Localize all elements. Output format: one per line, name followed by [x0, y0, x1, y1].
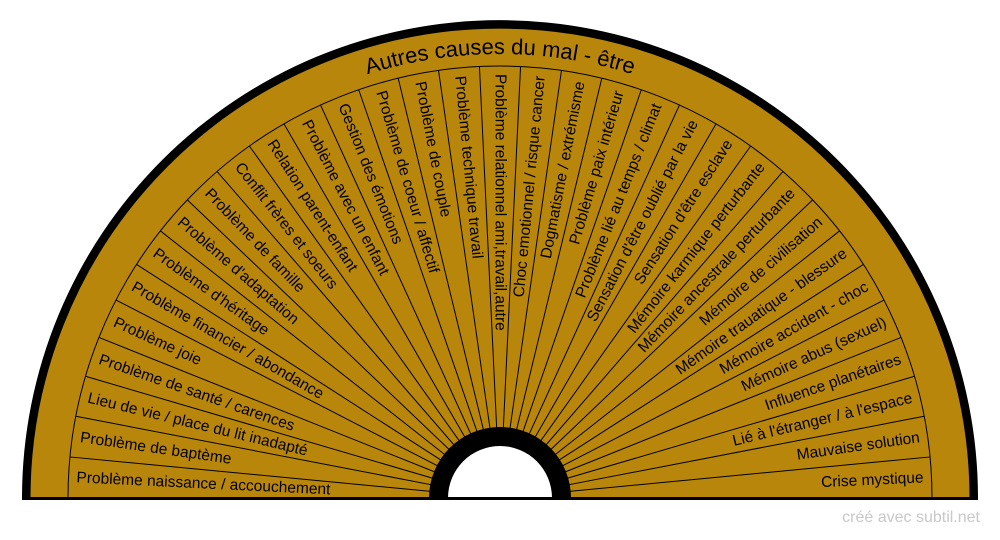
sector-divider: [565, 415, 925, 486]
sector-divider: [478, 66, 498, 432]
sector-divider: [75, 415, 435, 486]
sector-divider: [136, 264, 444, 463]
sector-divider: [509, 70, 562, 432]
center-hub: [448, 446, 552, 498]
sector-divider: [502, 66, 522, 432]
sector-divider: [556, 264, 864, 463]
sector-divider: [515, 78, 603, 434]
sector-divider: [543, 171, 784, 448]
base-line: [22, 497, 978, 500]
sector-divider: [538, 145, 751, 444]
sector-divider: [115, 299, 441, 468]
sector-divider: [533, 123, 717, 441]
sector-divider: [85, 375, 436, 480]
sector-divider: [552, 230, 840, 457]
title-band: [29, 27, 971, 499]
sector-divider: [527, 104, 680, 438]
sector-divider: [187, 199, 452, 453]
sector-divider: [320, 104, 473, 438]
sector-divider: [69, 456, 434, 493]
sector-divider: [438, 70, 491, 432]
sector-label: Problème relationnel ami,travail,autre: [492, 74, 509, 331]
sector-label: Crise mystique: [821, 469, 924, 491]
sector-divider: [564, 375, 915, 480]
sector-divider: [548, 199, 813, 453]
sector-divider: [249, 145, 462, 444]
sector-divider: [160, 230, 448, 457]
credit-text: créé avec subtil.net: [842, 509, 980, 526]
sector-divider: [358, 89, 479, 435]
sector-divider: [566, 456, 931, 493]
sector-divider: [216, 171, 457, 448]
sector-divider: [397, 78, 485, 434]
sector-dividers: [69, 66, 931, 493]
sector-divider: [562, 336, 902, 474]
sector-divider: [283, 123, 467, 441]
band-divider: [67, 65, 933, 499]
sector-divider: [559, 299, 885, 468]
sector-divider: [521, 89, 642, 435]
sector-divider: [98, 336, 438, 474]
